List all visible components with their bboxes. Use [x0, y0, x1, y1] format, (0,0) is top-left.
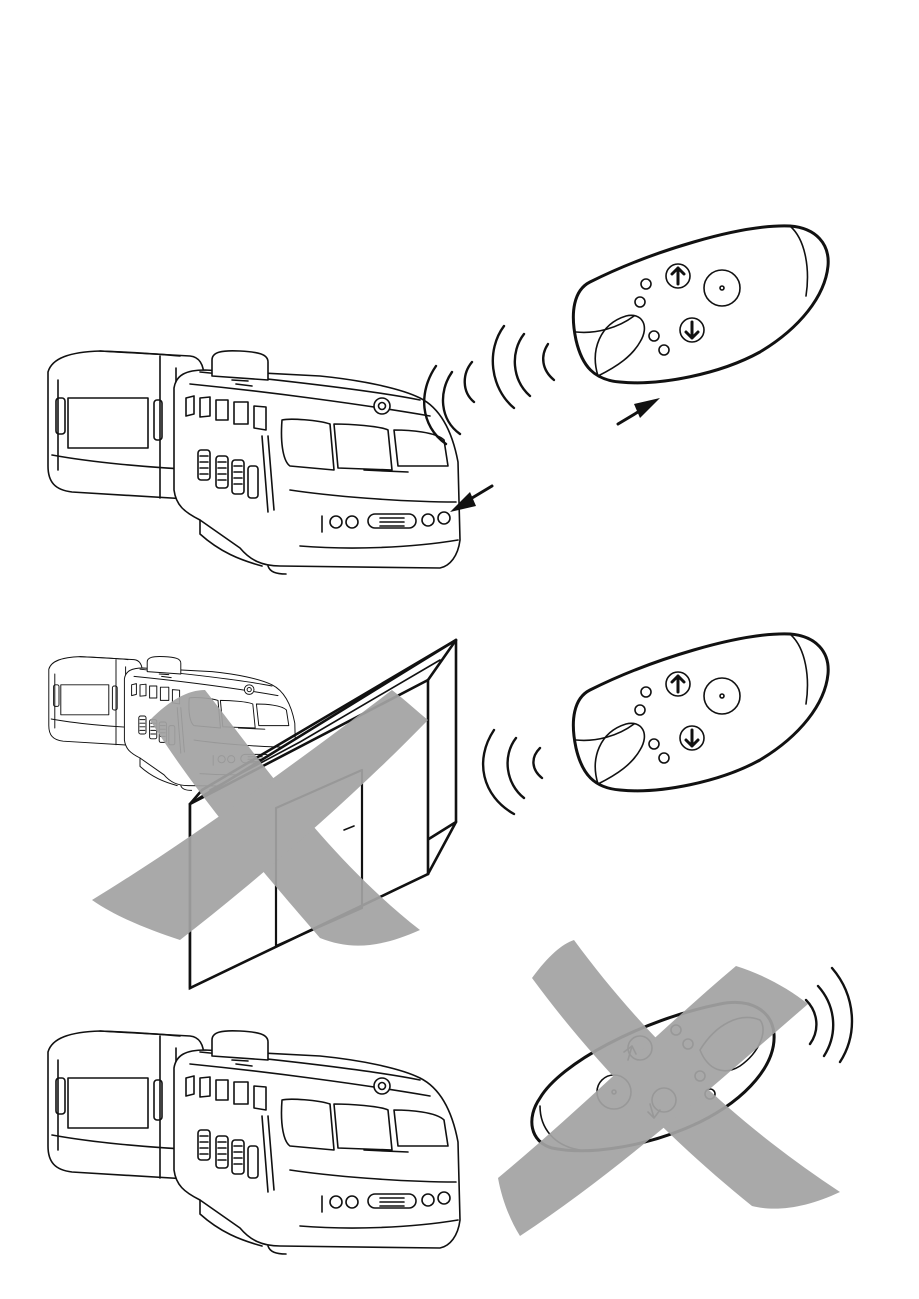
scene-obstacle-in-path: [49, 634, 828, 988]
signal-waves-icon: [483, 730, 542, 814]
scene-correct-use: [48, 226, 828, 574]
remote-control-icon: [573, 634, 828, 791]
locomotive-icon: [48, 1031, 460, 1254]
arrow-icon: [618, 398, 660, 424]
locomotive-icon: [48, 351, 460, 574]
remote-control-icon: [573, 226, 828, 383]
scene-remote-facing-away: [48, 940, 852, 1254]
signal-waves-icon: [806, 968, 852, 1062]
